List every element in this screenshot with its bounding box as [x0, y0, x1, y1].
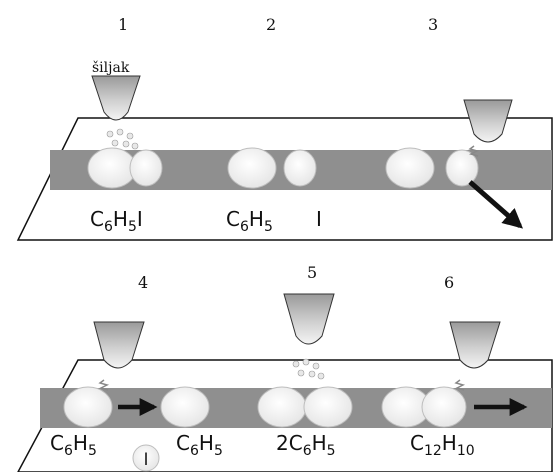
formula-label: C6H5 [226, 207, 273, 235]
step-number-2: 2 [266, 15, 276, 34]
step-numbers: 1 2 3 4 5 6 [118, 15, 454, 292]
stm-tip-icon [463, 99, 513, 143]
atom-icon [445, 149, 479, 187]
atom-icon [385, 147, 435, 189]
arrow-icon [468, 180, 524, 229]
step-number-1: 1 [118, 15, 128, 34]
top-panel [16, 75, 553, 241]
stm-tip-icon [91, 75, 141, 121]
stm-tip-icon [449, 321, 501, 369]
tunneling-dots [292, 358, 325, 380]
bond-zigzag [98, 379, 110, 391]
step-number-4: 4 [138, 273, 148, 292]
stm-tip-icon [283, 293, 335, 345]
atom-icon [63, 386, 113, 428]
iodine-atom-icon [132, 444, 160, 472]
formula-label: I [316, 207, 322, 231]
step-number-6: 6 [444, 273, 454, 292]
tunneling-dots [106, 128, 139, 150]
atom-icon [227, 147, 277, 189]
formula-label: C6H5I [90, 207, 143, 235]
formula-label: C6H5 [176, 431, 223, 459]
bond-zigzag [454, 379, 466, 391]
formula-label: C6H5 [50, 431, 97, 459]
atom-icon [160, 386, 210, 428]
iodine-marker-label: I [143, 450, 148, 470]
atom-icon [283, 149, 317, 187]
atom-icon [129, 149, 163, 187]
formula-label: 2C6H5 [276, 431, 336, 459]
tip-label: šiljak [92, 59, 130, 76]
stm-tip-icon [93, 321, 145, 369]
bond-zigzag [468, 145, 480, 157]
bottom-panel: I [17, 293, 553, 472]
formula-label: C12H10 [410, 431, 475, 459]
atom-icon [303, 386, 353, 428]
step-number-3: 3 [428, 15, 438, 34]
step-number-5: 5 [307, 263, 317, 282]
formula-labels: C6H5I C6H5 I C6H5 C6H5 2C6H5 C12H10 [50, 207, 475, 459]
atom-icon [87, 147, 137, 189]
atom-icon [257, 386, 307, 428]
atom-icon [421, 386, 467, 428]
